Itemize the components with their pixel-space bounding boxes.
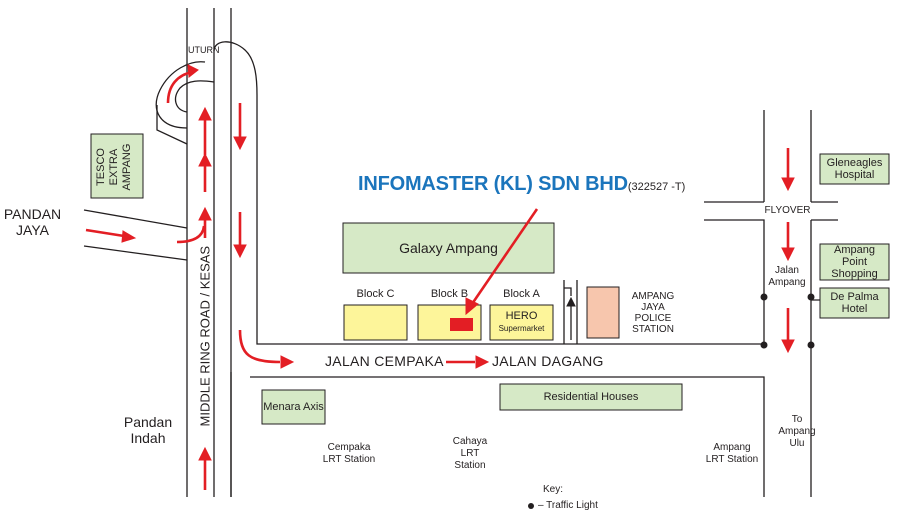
pointer-line: [470, 208, 539, 305]
menara-axis-label: Menara Axis: [263, 401, 324, 413]
pandan-jaya-label: PANDAN JAYA: [3, 206, 62, 238]
police-station-block: [586, 286, 620, 339]
traffic-light-icon: [807, 341, 815, 349]
direction-arrows: [85, 64, 795, 490]
legend-traffic-light-text: Traffic Light: [546, 500, 598, 511]
cahaya-station-label: Cahaya LRT Station: [452, 436, 488, 471]
de-palma-hotel-block: [819, 287, 890, 319]
company-registration: (322527 -T): [627, 181, 686, 193]
traffic-light-icon: [760, 341, 768, 349]
arrow: [176, 225, 206, 244]
block-c: [343, 304, 408, 341]
arrow-head: [233, 244, 247, 259]
legend-title: Key:: [543, 484, 564, 495]
menara-axis-block: [261, 389, 326, 425]
company-name: INFOMASTER (KL) SDN BHD: [358, 173, 628, 195]
ampang-point-shopping-block: [819, 243, 890, 281]
cempaka-station-label: Cempaka LRT Station: [322, 442, 376, 465]
pandan-indah-label: Pandan Indah: [123, 414, 173, 446]
arrow-head: [198, 206, 212, 221]
block-c-label: Block C: [356, 288, 395, 300]
arrow-head: [280, 355, 295, 369]
arrow: [85, 228, 125, 238]
arrow-head: [781, 339, 795, 354]
block-a-label: Block A: [503, 288, 540, 300]
residential-houses-block: [499, 383, 683, 411]
tesco-label-text: TESCO EXTRA AMPANG: [95, 143, 133, 191]
legend-traffic-light-icon: [528, 503, 534, 509]
galaxy-ampang-block: [342, 222, 555, 274]
company-title: INFOMASTER (KL) SDN BHD(322527 -T): [358, 173, 685, 196]
traffic-light-icon: [807, 293, 815, 301]
road-edge: [83, 209, 188, 229]
infomaster-office-marker: [450, 318, 473, 331]
arrow-head: [475, 355, 490, 369]
jalan-cempaka-label: JALAN CEMPAKA: [325, 353, 444, 369]
gleneagles-label: Gleneagles Hospital: [826, 157, 883, 181]
buildings: [90, 133, 890, 425]
arrow-head: [198, 152, 212, 167]
traffic-light-icon: [760, 293, 768, 301]
tesco-label: TESCO EXTRA AMPANG: [95, 137, 139, 197]
arrow-head: [187, 64, 199, 78]
ampang-point-label: Ampang Point Shopping: [831, 244, 878, 280]
road-edge: [213, 41, 764, 345]
arrow-head: [198, 446, 212, 461]
gleneagles-hospital-block: [819, 153, 890, 185]
road-edge: [156, 105, 188, 145]
road-edge: [83, 245, 188, 261]
road-edge: [704, 219, 765, 344]
residential-houses-label: Residential Houses: [543, 391, 639, 403]
hero-label: HERO: [505, 310, 538, 322]
block-b-label: Block B: [430, 288, 469, 300]
road-edge: [155, 61, 206, 129]
road-network: [83, 8, 838, 497]
arrow: [238, 329, 281, 364]
arrow-head: [198, 106, 212, 121]
arrow-head: [233, 136, 247, 151]
hero-sub-label: Supermarket: [498, 324, 545, 333]
galaxy-ampang-label: Galaxy Ampang: [399, 240, 498, 256]
uturn-label: UTURN: [188, 45, 220, 55]
arrow-head: [781, 177, 795, 192]
traffic-lights: [528, 293, 815, 509]
arrow-head: [465, 297, 479, 316]
flyover-label: FLYOVER: [764, 205, 811, 216]
police-station-label: AMPANG JAYA POLICE STATION: [631, 291, 675, 335]
arrow-head: [121, 230, 137, 243]
turn-arrow: [564, 287, 576, 340]
tesco-extra-ampang-block: [90, 133, 144, 199]
road-edge: [250, 376, 765, 497]
block-a-hero-supermarket: [489, 304, 554, 341]
to-ampang-ulu-label: To Ampang Ulu: [778, 414, 816, 449]
jalan-dagang-label: JALAN DAGANG: [492, 353, 604, 369]
ampang-station-label: Ampang LRT Station: [705, 442, 759, 465]
middle-ring-road-label: MIDDLE RING ROAD / KESAS: [197, 245, 213, 427]
legend-traffic-light-label: – Traffic Light: [538, 500, 598, 511]
de-palma-label: De Palma Hotel: [830, 291, 879, 315]
arrow-head: [781, 247, 795, 262]
road-edge: [174, 80, 215, 113]
jalan-ampang-label: Jalan Ampang: [768, 265, 806, 288]
